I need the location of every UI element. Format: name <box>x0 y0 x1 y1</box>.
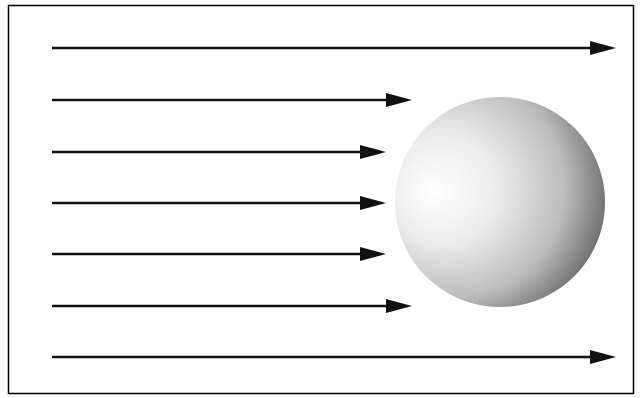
sphere <box>395 97 605 307</box>
